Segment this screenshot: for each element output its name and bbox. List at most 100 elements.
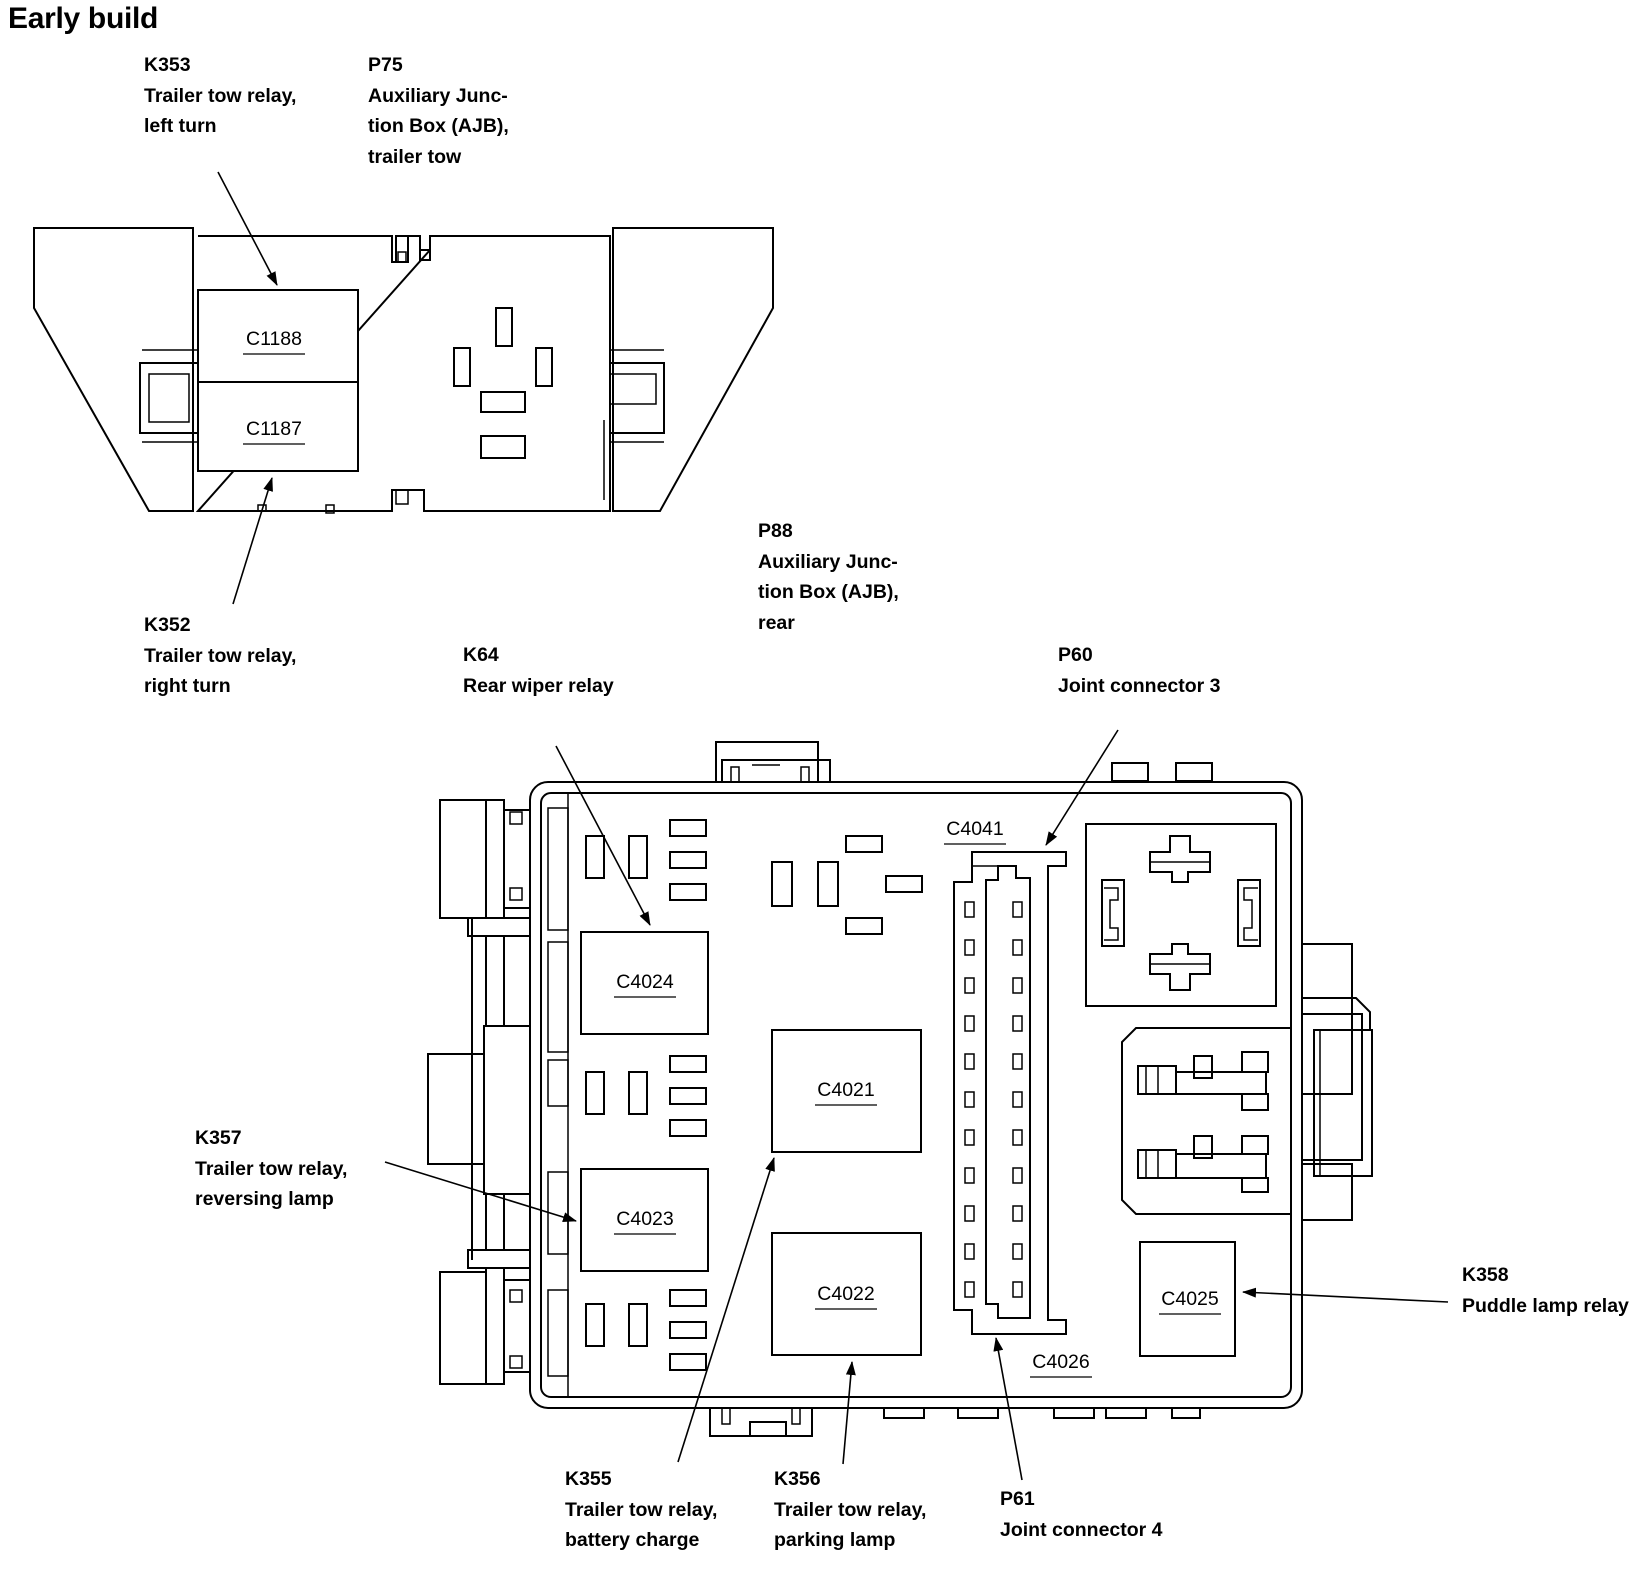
fuse-slot	[845, 917, 883, 935]
callout-p88: P88 Auxiliary Junc- tion Box (AJB), rear	[758, 516, 899, 638]
fuse-slot	[585, 1303, 605, 1347]
callout-k357: K357 Trailer tow relay, reversing lamp	[195, 1123, 347, 1215]
left-mount	[439, 1271, 487, 1385]
bottom-notch	[395, 489, 409, 505]
socket-terminal	[495, 307, 513, 347]
callout-line: Rear wiper relay	[463, 674, 614, 697]
relay-c4022	[771, 1232, 922, 1356]
joint-connector-pins	[964, 901, 1023, 1298]
page-title: Early build	[8, 2, 159, 35]
arrow-k355	[677, 1157, 775, 1463]
callout-code: K352	[144, 614, 191, 636]
callout-line: Joint connector 3	[1058, 674, 1221, 697]
bottom-tab	[957, 1407, 999, 1419]
fuse-slot	[669, 1289, 707, 1307]
joint-connector	[953, 851, 1067, 1335]
diode-body	[1137, 1065, 1177, 1095]
callout-k356: K356 Trailer tow relay, parking lamp	[774, 1464, 926, 1556]
arrow-p60	[1045, 729, 1119, 846]
callout-line: Trailer tow relay,	[144, 644, 297, 667]
connector-label-c4026: C4026	[1032, 1351, 1089, 1373]
fuse-slot	[585, 1071, 605, 1115]
callout-line: parking lamp	[774, 1529, 896, 1551]
callout-code: P75	[368, 54, 403, 76]
callout-line: Trailer tow relay,	[565, 1498, 718, 1521]
socket-terminal	[480, 435, 526, 459]
arrow-k64	[555, 745, 651, 926]
bottom-tab	[1053, 1407, 1095, 1419]
socket-terminal	[1149, 835, 1211, 883]
bottom-tab	[883, 1407, 925, 1419]
callout-line: Trailer tow relay,	[774, 1498, 927, 1521]
fuse-slot	[669, 1119, 707, 1137]
callout-line: Puddle lamp relay	[1462, 1294, 1629, 1317]
callout-line: Auxiliary Junc-	[758, 550, 898, 573]
callout-line: trailer tow	[368, 145, 462, 168]
fuse-slot	[585, 835, 605, 879]
joint-connector-rail	[985, 865, 1031, 1319]
callout-line: reversing lamp	[195, 1188, 334, 1210]
trailer-tow-ajb	[33, 227, 774, 514]
fuse-slot	[669, 883, 707, 901]
arrow-k358	[1242, 1287, 1449, 1303]
socket-terminal	[480, 391, 526, 413]
callout-line: tion Box (AJB),	[368, 115, 509, 137]
callout-line: Trailer tow relay,	[195, 1157, 348, 1180]
callout-line: battery charge	[565, 1529, 700, 1551]
relay-socket-block	[1085, 823, 1277, 1007]
fuse-slot	[669, 1087, 707, 1105]
callout-line: rear	[758, 611, 795, 634]
relay-c4023	[580, 1168, 709, 1272]
right-mounting-wing	[612, 227, 774, 512]
fuse-slot	[669, 1321, 707, 1339]
top-latch-body	[721, 759, 831, 783]
callout-line: tion Box (AJB),	[758, 581, 899, 603]
right-mount	[1301, 943, 1353, 1095]
left-mounting-wing	[33, 227, 194, 512]
arrow-k353	[217, 171, 278, 286]
connector-label-c4021: C4021	[817, 1079, 874, 1101]
connector-label-c4024: C4024	[616, 971, 674, 993]
left-mount	[439, 799, 487, 919]
callout-p61: P61 Joint connector 4	[1000, 1484, 1163, 1545]
fuse-slot	[817, 861, 839, 907]
fuse-slot	[771, 861, 793, 907]
callout-p75: P75 Auxiliary Junc- tion Box (AJB), trai…	[368, 50, 509, 172]
relay-c4021	[771, 1029, 922, 1153]
bottom-tab	[1105, 1407, 1147, 1419]
connector-label-c1188: C1188	[246, 328, 302, 350]
top-tab	[1175, 762, 1213, 782]
fuse-slot	[669, 1353, 707, 1371]
fuse-slot	[628, 1303, 648, 1347]
fuse-slot	[628, 835, 648, 879]
callout-k355: K355 Trailer tow relay, battery charge	[565, 1464, 717, 1556]
relay-c4025	[1139, 1241, 1236, 1357]
callout-code: K356	[774, 1468, 821, 1490]
connector-label-c4022: C4022	[817, 1283, 874, 1305]
callout-k358: K358 Puddle lamp relay	[1462, 1260, 1629, 1321]
bottom-tab	[325, 504, 335, 514]
socket-terminal	[453, 347, 471, 387]
callout-p60: P60 Joint connector 3	[1058, 640, 1221, 701]
callout-code: K358	[1462, 1264, 1509, 1286]
arrow-k357	[384, 1161, 577, 1222]
left-mount	[427, 1053, 485, 1165]
fuse-slot	[885, 875, 923, 893]
callout-k64: K64 Rear wiper relay	[463, 640, 614, 701]
callout-line: Auxiliary Junc-	[368, 84, 508, 107]
bottom-tab	[1171, 1407, 1201, 1419]
callout-line: right turn	[144, 675, 231, 697]
fuse-slot	[845, 835, 883, 853]
right-clip-inner	[609, 373, 657, 405]
fuse-slot	[669, 1055, 707, 1073]
callout-code: P88	[758, 520, 793, 542]
connector-label-c4041: C4041	[946, 818, 1003, 840]
diode-body	[1137, 1149, 1177, 1179]
relay-c1187	[197, 381, 359, 472]
socket-terminal	[1101, 879, 1125, 947]
connector-label-c4023: C4023	[616, 1208, 673, 1230]
callout-code: K64	[463, 644, 499, 666]
callout-code: K353	[144, 54, 191, 76]
connector-label-c1187: C1187	[246, 418, 302, 440]
